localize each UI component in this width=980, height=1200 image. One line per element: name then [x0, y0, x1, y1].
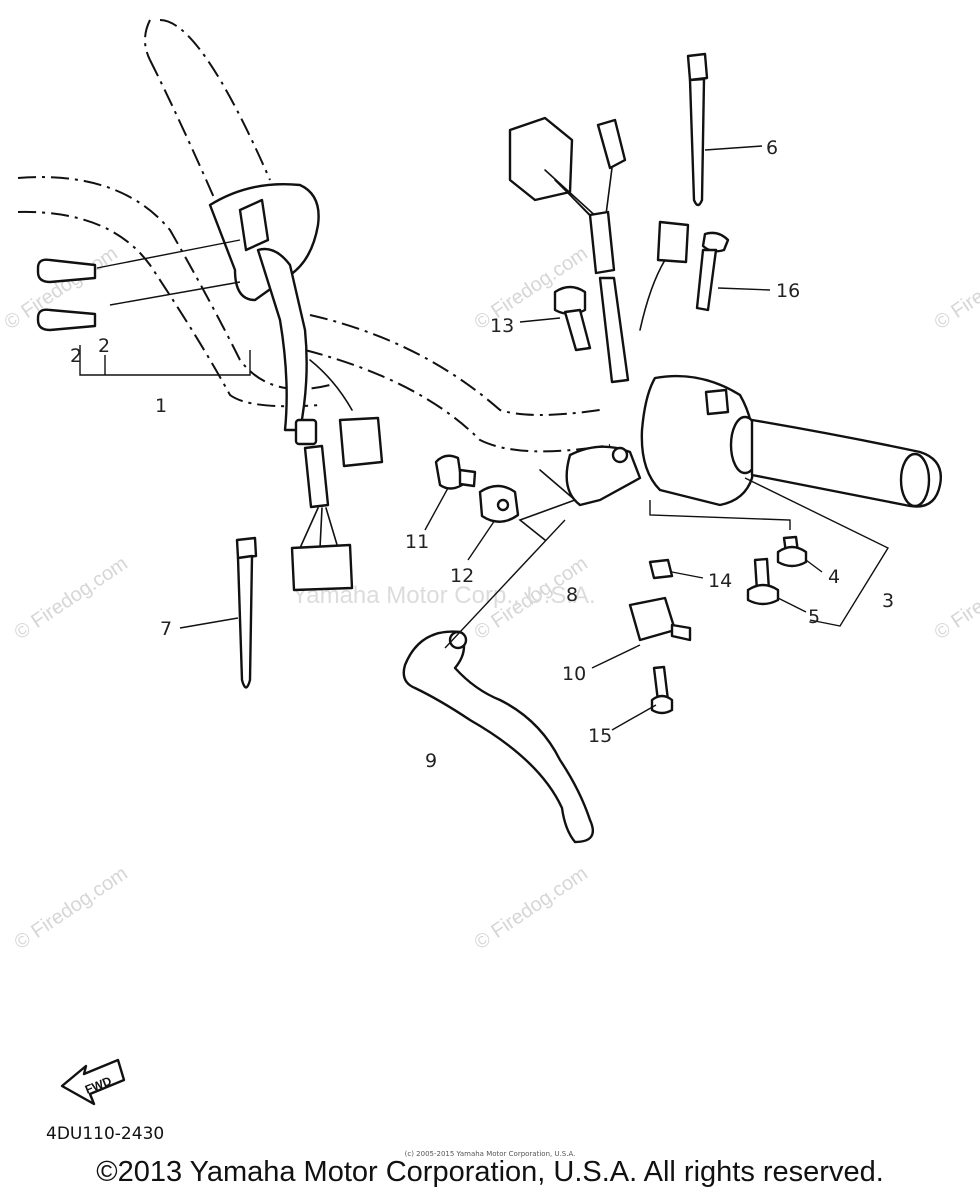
screw-5: [746, 557, 807, 613]
watermark-6: © Firedog.com: [930, 552, 980, 644]
watermark-3: © Firedog.com: [10, 862, 131, 954]
callout-7: 7: [160, 618, 172, 640]
callout-8: 8: [566, 584, 578, 606]
connector-assembly: [508, 52, 763, 384]
callout-10: 10: [562, 663, 586, 685]
right-switch-assembly: [640, 374, 942, 627]
callout-3: 3: [882, 590, 894, 612]
screws-2: [36, 239, 251, 376]
screw-4: [776, 535, 823, 573]
callout-1: 1: [155, 395, 167, 417]
copyright-notice: ©2013 Yamaha Motor Corporation, U.S.A. A…: [96, 1156, 884, 1188]
callout-12: 12: [450, 565, 474, 587]
pivot-bolt-13: [519, 285, 592, 352]
left-switch-assembly: [208, 183, 384, 592]
cable-tie-7: [179, 536, 258, 689]
watermark-4: © Firedog.com: [470, 862, 591, 954]
small-notice: (c) 2005-2015 Yamaha Motor Corporation, …: [404, 1150, 576, 1158]
clutch-lever-9: [402, 519, 595, 844]
callout-14: 14: [708, 570, 732, 592]
lever-bracket-8: [518, 445, 642, 541]
watermark-1: © Firedog.com: [10, 552, 131, 644]
clutch-switch-10: [591, 596, 692, 669]
callout-2b: 2: [98, 335, 110, 357]
nut-14: [648, 558, 704, 580]
adjuster-11: [424, 454, 477, 531]
callout-11: 11: [405, 531, 429, 553]
callout-6: 6: [766, 137, 778, 159]
callout-4: 4: [828, 566, 840, 588]
bolt-16: [695, 231, 771, 312]
callout-labels: 1 2 2 3 4 5 6 7 8 9 10 11 12 13 14 15 16: [70, 137, 894, 772]
callout-15: 15: [588, 725, 612, 747]
watermark-layer: © Firedog.com © Firedog.com © Firedog.co…: [0, 242, 980, 954]
callout-9: 9: [425, 750, 437, 772]
part-code: 4DU110-2430: [46, 1124, 165, 1144]
callout-2a: 2: [70, 345, 82, 367]
callout-5: 5: [808, 606, 820, 628]
callout-13: 13: [490, 315, 514, 337]
screw-15: [611, 665, 674, 731]
fwd-arrow-icon: FWD: [60, 1058, 126, 1106]
adjuster-12: [467, 484, 520, 561]
watermark-5: © Firedog.com: [930, 242, 980, 334]
callout-16: 16: [776, 280, 800, 302]
handlebar-outline: [17, 19, 611, 453]
